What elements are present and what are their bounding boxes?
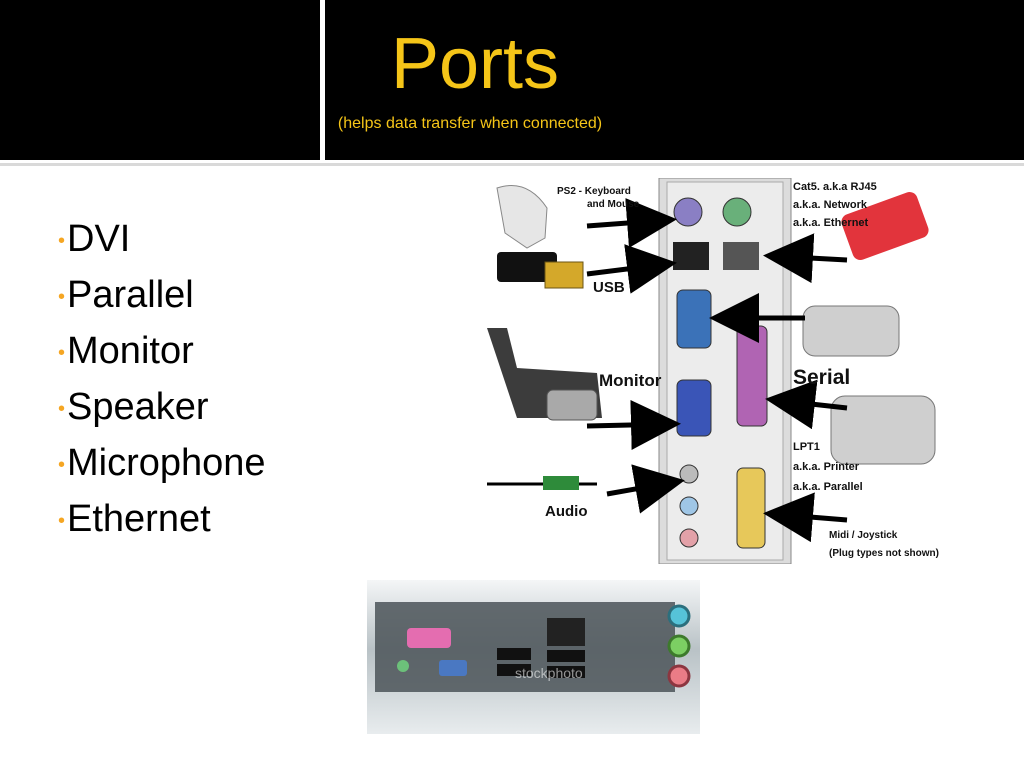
parallel-port [407, 628, 451, 648]
header-underline [0, 163, 1024, 166]
vga-port [439, 660, 467, 676]
header-divider [320, 0, 325, 160]
arrow [586, 399, 681, 450]
bullet-icon: • [58, 397, 66, 420]
network-label: a.k.a. Network [793, 199, 868, 211]
motherboard-photo-svg: stockphoto [367, 580, 700, 734]
ethernet-port [723, 242, 759, 270]
usb-port [547, 666, 585, 678]
ethernet-port [547, 618, 585, 646]
audio-jack [667, 664, 691, 688]
bullet-icon: • [58, 453, 66, 476]
bullet-icon: • [58, 341, 66, 364]
audio-jack [667, 604, 691, 628]
ports-diagram-svg: PS2 - Keyboard and Mouse USB Monitor Aud… [487, 178, 939, 564]
vga-port [676, 379, 712, 437]
printer-label: a.k.a. Printer [793, 461, 860, 473]
usb-cable [497, 252, 557, 282]
ethernet-cable [841, 192, 929, 260]
ps2-mouse-port [673, 197, 703, 227]
arrow [586, 244, 677, 294]
audio-jack [679, 496, 699, 516]
ps2-label: PS2 - Keyboard [557, 186, 631, 197]
audio-jack [667, 634, 691, 658]
bullet-list: •DVI •Parallel •Monitor •Speaker •Microp… [58, 212, 266, 548]
serial-port [676, 289, 712, 349]
bullet-item: •DVI [58, 218, 131, 260]
usb-port [547, 650, 585, 662]
arrow [763, 492, 848, 543]
bullet-item: •Parallel [58, 273, 194, 316]
bullet-item: •Monitor [58, 329, 194, 372]
monitor-label: Monitor [599, 371, 662, 390]
arrow [763, 233, 848, 284]
slide-title: Ports [390, 24, 560, 104]
audio-plug [543, 476, 579, 490]
arrow [586, 198, 677, 248]
monitor-plug [546, 389, 598, 421]
usb-plug [544, 261, 584, 289]
bullet-icon: • [58, 509, 66, 532]
parallel-label: a.k.a. Parallel [793, 481, 863, 493]
bullet-item: •Ethernet [58, 497, 211, 540]
bullet-item: •Speaker [58, 385, 209, 428]
serial-label: Serial [793, 366, 850, 389]
arrow [606, 464, 685, 514]
slide-subtitle: (helps data transfer when connected) [337, 115, 603, 132]
bullet-item: •Microphone [58, 441, 266, 484]
parallel-port [736, 325, 768, 427]
parallel-cable [830, 395, 936, 465]
audio-jack [679, 464, 699, 484]
cat5-label: Cat5. a.k.a RJ45 [793, 181, 877, 193]
ps2-label-line2: and Mouse [587, 199, 640, 210]
usb-port [673, 242, 709, 270]
ps2-port [397, 660, 409, 672]
midi-label: Midi / Joystick [829, 530, 898, 541]
watermark: stockphoto [515, 665, 583, 681]
ethernet-label: a.k.a. Ethernet [793, 217, 869, 229]
ps2-keyboard-port [722, 197, 752, 227]
bullet-icon: • [58, 229, 66, 252]
usb-label: USB [593, 279, 625, 296]
title-bar [0, 0, 1024, 160]
serial-cable [802, 305, 900, 357]
bullet-icon: • [58, 285, 66, 308]
audio-label: Audio [545, 503, 588, 520]
usb-port [497, 648, 531, 660]
ps2-plug [496, 185, 548, 249]
motherboard-photo: stockphoto [367, 580, 700, 734]
ports-diagram: PS2 - Keyboard and Mouse USB Monitor Aud… [487, 178, 947, 564]
usb-port [497, 664, 531, 676]
game-port [736, 467, 766, 549]
lpt1-label: LPT1 [793, 441, 820, 453]
arrow [765, 379, 848, 430]
plug-note-label: (Plug types not shown) [829, 548, 939, 559]
audio-jack [679, 528, 699, 548]
